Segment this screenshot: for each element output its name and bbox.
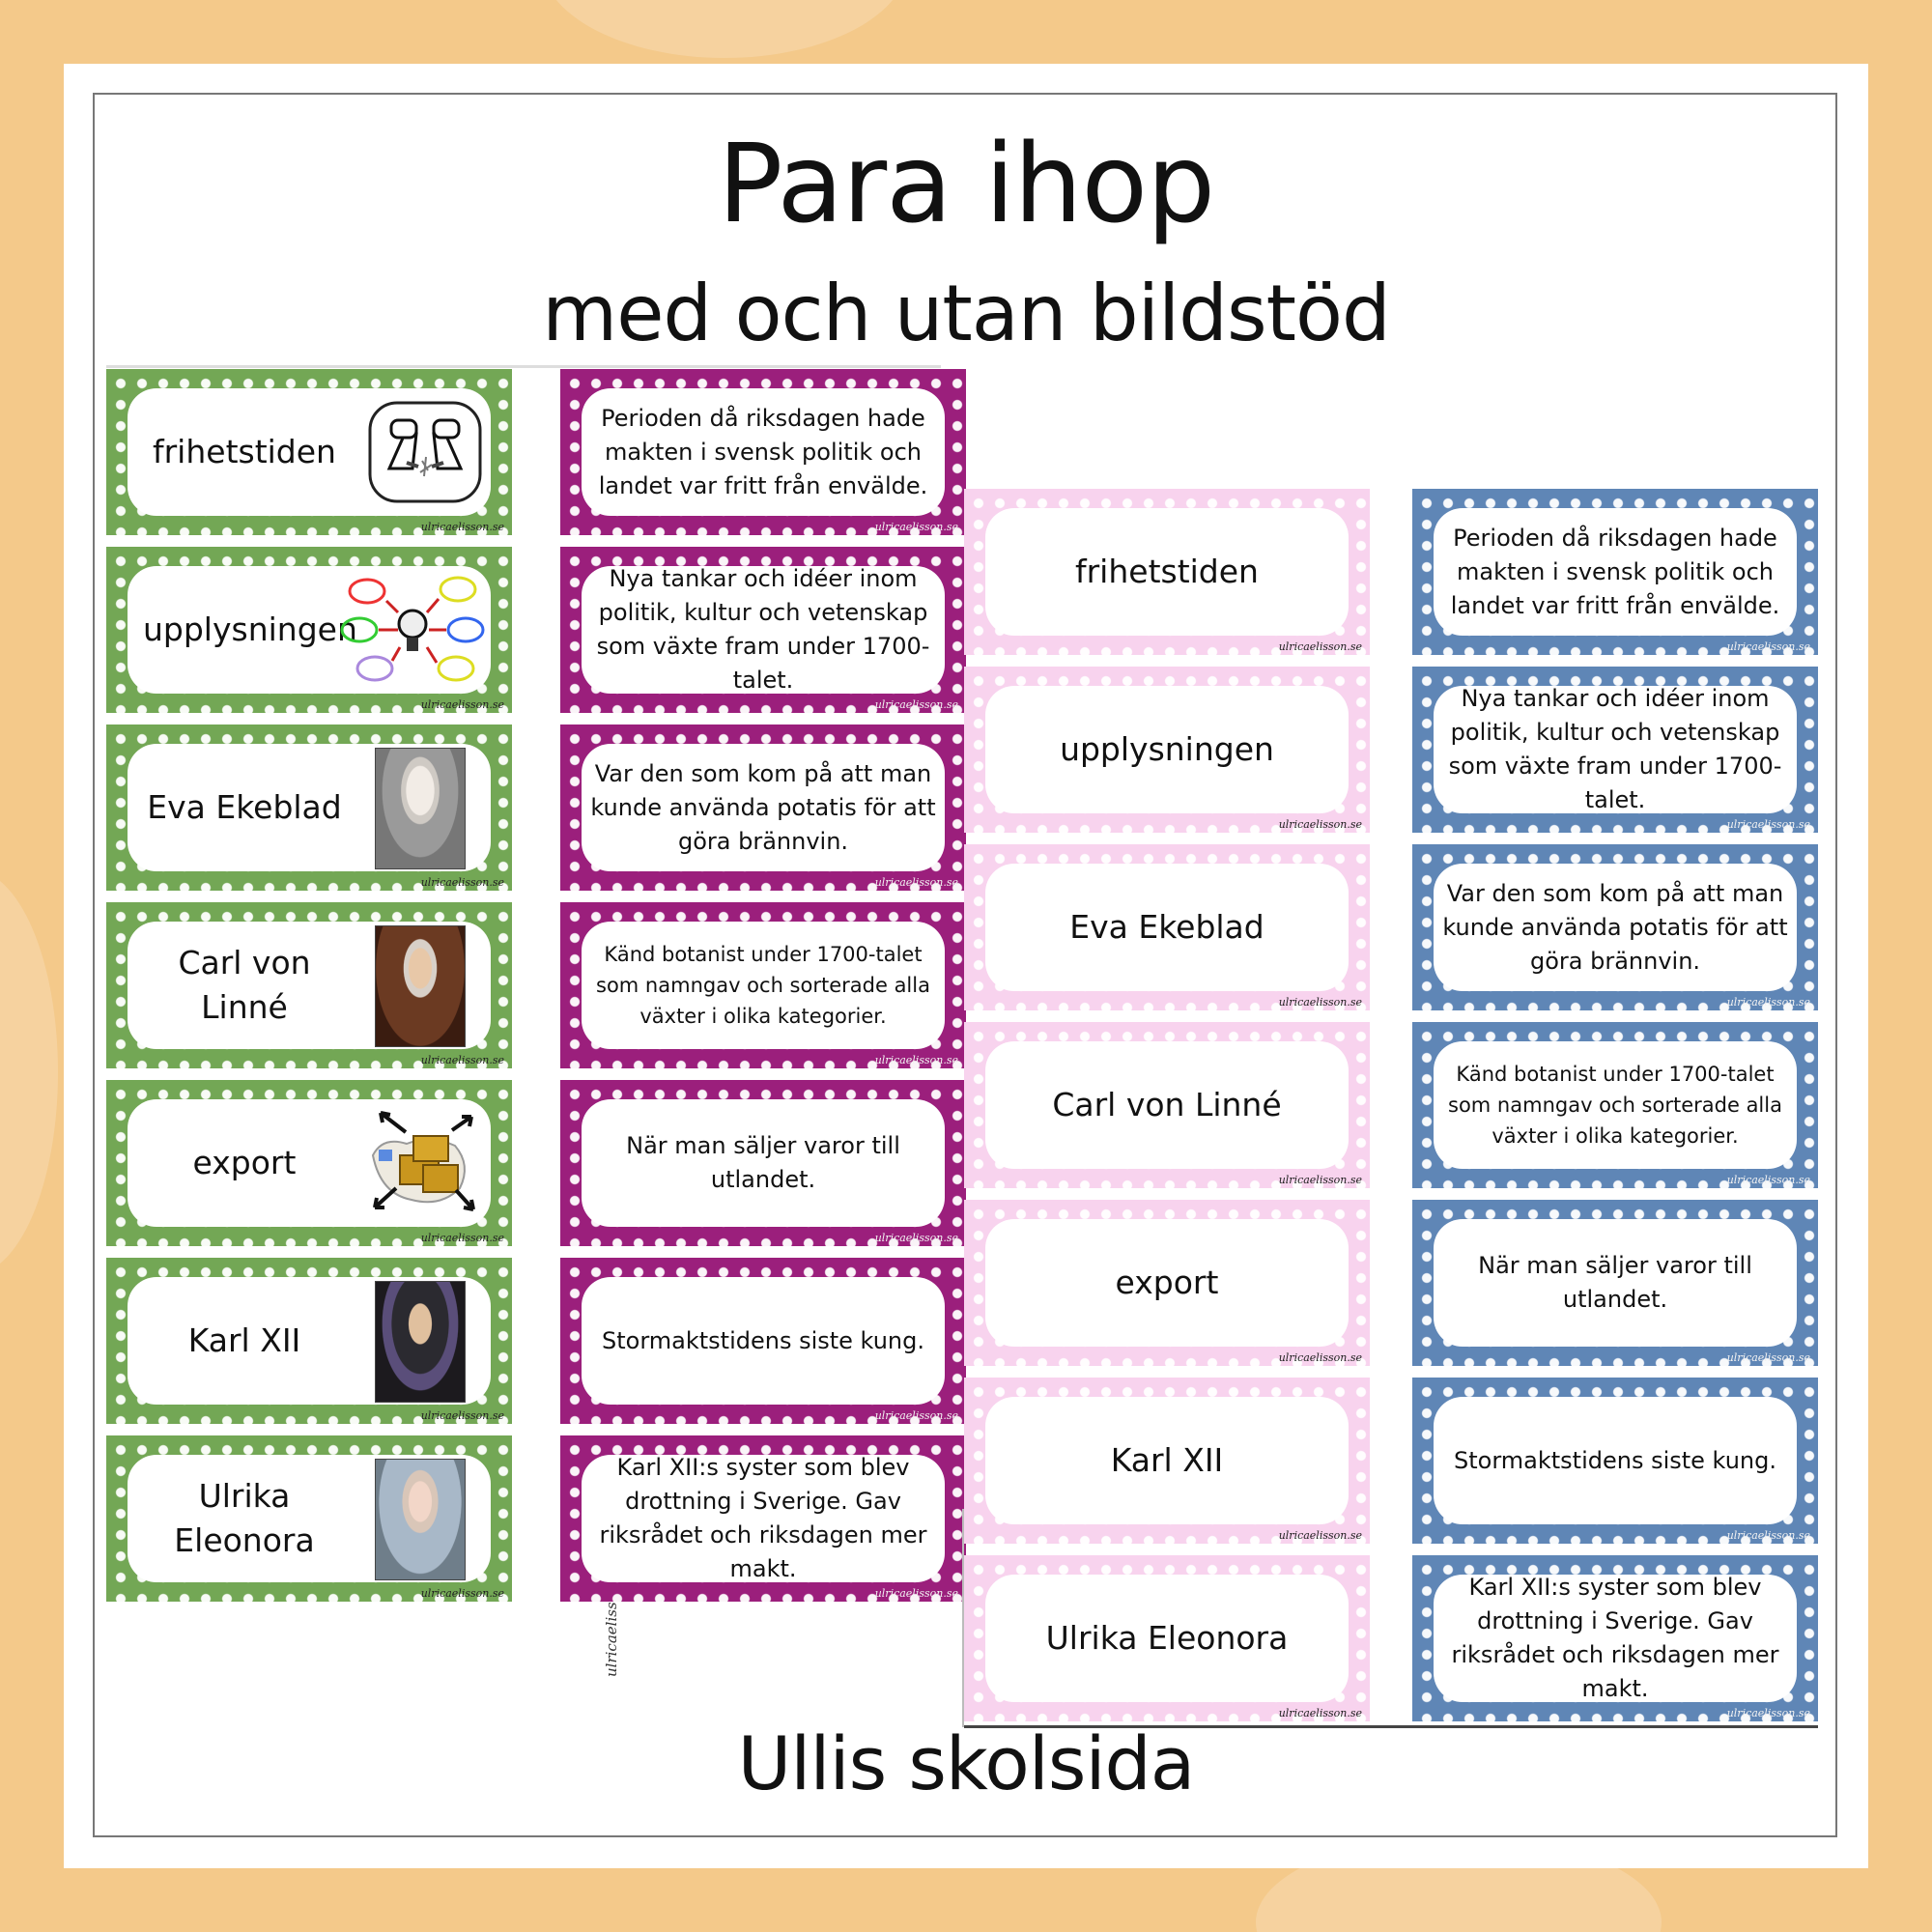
term-card[interactable]: Ulrika Eleonora ulricaelisson.se [964,1555,1370,1721]
credit-label: ulricaelisson.se [874,1232,958,1244]
term-label: Carl von Linné [178,944,311,1026]
term-label: upplysningen [1060,730,1274,768]
page-title: Para ihop [717,122,1215,247]
credit-label: ulricaelisson.se [1278,1174,1362,1186]
term-card-with-image[interactable]: upplysningen ulricaelisson.se [106,547,512,713]
credit-label: ulricaelisson.se [420,521,504,533]
credit-label: ulricaelisson.se [1278,1529,1362,1542]
term-label: Eva Ekeblad [1069,908,1264,946]
definition-text: Karl XII:s syster som blev drottning i S… [599,1454,927,1582]
right-set-edge [962,1509,964,1727]
definition-card[interactable]: Nya tankar och idéer inom politik, kultu… [1412,667,1818,833]
definition-text: Nya tankar och idéer inom politik, kultu… [1448,685,1782,813]
credit-label: ulricaelisson.se [874,1587,958,1600]
credit-label: ulricaelisson.se [1726,1174,1810,1186]
credit-label: ulricaelisson.se [420,876,504,889]
portrait-carl-von-linne [375,925,466,1047]
term-card[interactable]: upplysningen ulricaelisson.se [964,667,1370,833]
term-card-with-image[interactable]: Ulrika Eleonora ulricaelisson.se [106,1435,512,1602]
credit-label: ulricaelisson.se [420,698,504,711]
definition-text: Känd botanist under 1700-talet som namng… [1448,1063,1782,1148]
definition-text: Perioden då riksdagen hade makten i sven… [1450,524,1780,619]
credit-label: ulricaelisson.se [420,1587,504,1600]
definition-card[interactable]: När man säljer varor till utlandet. ulri… [1412,1200,1818,1366]
term-card-with-image[interactable]: export ulricaelisson.se [106,1080,512,1246]
definition-card[interactable]: Stormaktstidens siste kung. ulricaelisso… [560,1258,966,1424]
product-sheet: Para ihop med och utan bildstöd frihetst… [64,64,1868,1868]
definition-text: Perioden då riksdagen hade makten i sven… [598,404,928,499]
definition-card[interactable]: Känd botanist under 1700-talet som namng… [560,902,966,1068]
definition-card[interactable]: Perioden då riksdagen hade makten i sven… [1412,489,1818,655]
term-card[interactable]: frihetstiden ulricaelisson.se [964,489,1370,655]
credit-label: ulricaelisson.se [1278,640,1362,653]
definition-text: Stormaktstidens siste kung. [601,1326,925,1354]
credit-label: ulricaelisson.se [1278,818,1362,831]
export-boxes-icon [363,1105,479,1221]
credit-label: ulricaelisson.se [1278,1351,1362,1364]
credit-label: ulricaelisson.se [1726,1707,1810,1719]
term-card[interactable]: Karl XII ulricaelisson.se [964,1378,1370,1544]
term-card-with-image[interactable]: Eva Ekeblad ulricaelisson.se [106,724,512,891]
term-label: frihetstiden [1075,553,1259,590]
credit-label: ulricaelisson.se [1726,1529,1810,1542]
term-label: Karl XII [187,1321,301,1359]
footer-brand: Ullis skolsida [737,1720,1196,1806]
lightbulb-ideas-icon [340,572,485,688]
credit-label: ulricaelisson.se [874,521,958,533]
credit-label: ulricaelisson.se [874,1409,958,1422]
credit-label: ulricaelisson.se [874,876,958,889]
definition-card[interactable]: Perioden då riksdagen hade makten i sven… [560,369,966,535]
term-label: Ulrika Eleonora [1045,1619,1289,1657]
portrait-karl-xii [375,1281,466,1403]
term-card[interactable]: Eva Ekeblad ulricaelisson.se [964,844,1370,1010]
portrait-eva-ekeblad [375,748,466,869]
definition-card[interactable]: Karl XII:s syster som blev drottning i S… [560,1435,966,1602]
sheet-frame [93,93,1837,1837]
definition-card[interactable]: Karl XII:s syster som blev drottning i S… [1412,1555,1818,1721]
definition-text: Nya tankar och idéer inom politik, kultu… [596,565,930,694]
definition-text: Var den som kom på att man kunde använda… [1442,879,1788,975]
term-label: Karl XII [1110,1441,1224,1479]
term-label: Ulrika Eleonora [174,1477,315,1559]
credit-label: ulricaelisson.se [1726,1351,1810,1364]
term-label: Carl von Linné [1052,1086,1282,1123]
definition-text: Karl XII:s syster som blev drottning i S… [1451,1574,1779,1702]
credit-label: ulricaelisson.se [1726,640,1810,653]
credit-label: ulricaelisson.se [1726,818,1810,831]
credit-label: ulricaelisson.se [1278,1707,1362,1719]
term-card[interactable]: export ulricaelisson.se [964,1200,1370,1366]
portrait-ulrika-eleonora [375,1459,466,1580]
credit-label: ulricaelisson.se [1726,996,1810,1009]
definition-text: Känd botanist under 1700-talet som namng… [596,943,930,1028]
term-card-with-image[interactable]: Karl XII ulricaelisson.se [106,1258,512,1424]
term-card-with-image[interactable]: frihetstiden ulricaelisson.se [106,369,512,535]
definition-card[interactable]: Nya tankar och idéer inom politik, kultu… [560,547,966,713]
term-card-with-image[interactable]: Carl von Linné ulricaelisson.se [106,902,512,1068]
definition-text: Var den som kom på att man kunde använda… [590,759,936,855]
definition-text: När man säljer varor till utlandet. [626,1132,900,1193]
broken-chains-icon [367,394,483,510]
page-subtitle: med och utan bildstöd [542,269,1390,358]
definition-card[interactable]: Var den som kom på att man kunde använda… [560,724,966,891]
credit-label: ulricaelisson.se [874,698,958,711]
definition-text: När man säljer varor till utlandet. [1478,1252,1752,1313]
term-label: upplysningen [143,611,357,648]
term-label: frihetstiden [153,433,336,470]
credit-label: ulricaelisson.se [420,1409,504,1422]
definition-text: Stormaktstidens siste kung. [1453,1446,1777,1474]
credit-label: ulricaelisson.se [874,1054,958,1066]
credit-label: ulricaelisson.se [420,1232,504,1244]
bottom-divider [964,1725,1818,1728]
term-label: export [1115,1264,1219,1301]
term-label: Eva Ekeblad [147,788,342,826]
definition-card[interactable]: Känd botanist under 1700-talet som namng… [1412,1022,1818,1188]
credit-label: ulricaelisson.se [420,1054,504,1066]
definition-card[interactable]: När man säljer varor till utlandet. ulri… [560,1080,966,1246]
definition-card[interactable]: Var den som kom på att man kunde använda… [1412,844,1818,1010]
credit-label: ulricaelisson.se [1278,996,1362,1009]
term-label: export [192,1144,297,1181]
top-divider [106,365,941,368]
definition-card[interactable]: Stormaktstidens siste kung. ulricaelisso… [1412,1378,1818,1544]
term-card[interactable]: Carl von Linné ulricaelisson.se [964,1022,1370,1188]
